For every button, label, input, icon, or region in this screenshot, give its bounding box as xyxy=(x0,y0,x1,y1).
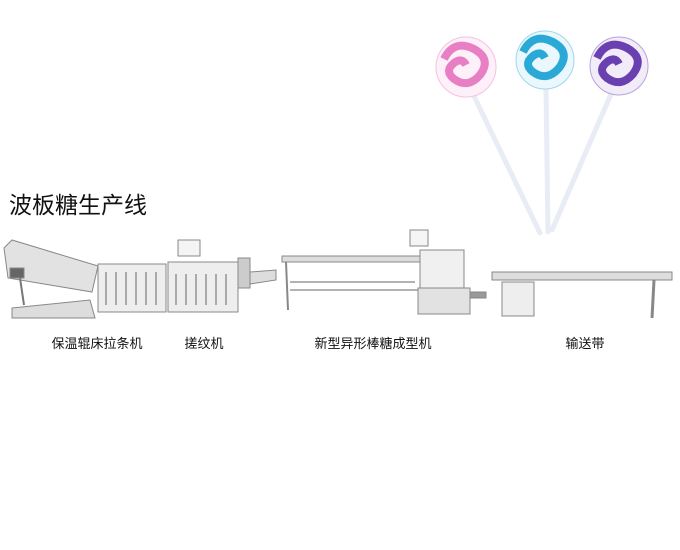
lollipop-pink xyxy=(435,36,497,98)
lollipop-blue xyxy=(515,30,575,90)
lollipop-forming-machine xyxy=(281,229,487,315)
label-rope-sizer: 搓纹机 xyxy=(184,337,224,352)
rope-sizing-machine xyxy=(167,239,277,313)
batch-roller-machine xyxy=(3,239,167,319)
label-forming-machine: 新型异形棒糖成型机 xyxy=(314,337,432,352)
lollipop-sticks xyxy=(469,85,615,236)
lollipop-purple xyxy=(589,36,649,96)
conveyor-belt xyxy=(491,271,673,319)
page-title: 波板糖生产线 xyxy=(9,193,147,219)
label-conveyor: 输送带 xyxy=(565,337,605,352)
label-batch-roller: 保温辊床拉条机 xyxy=(51,337,143,352)
